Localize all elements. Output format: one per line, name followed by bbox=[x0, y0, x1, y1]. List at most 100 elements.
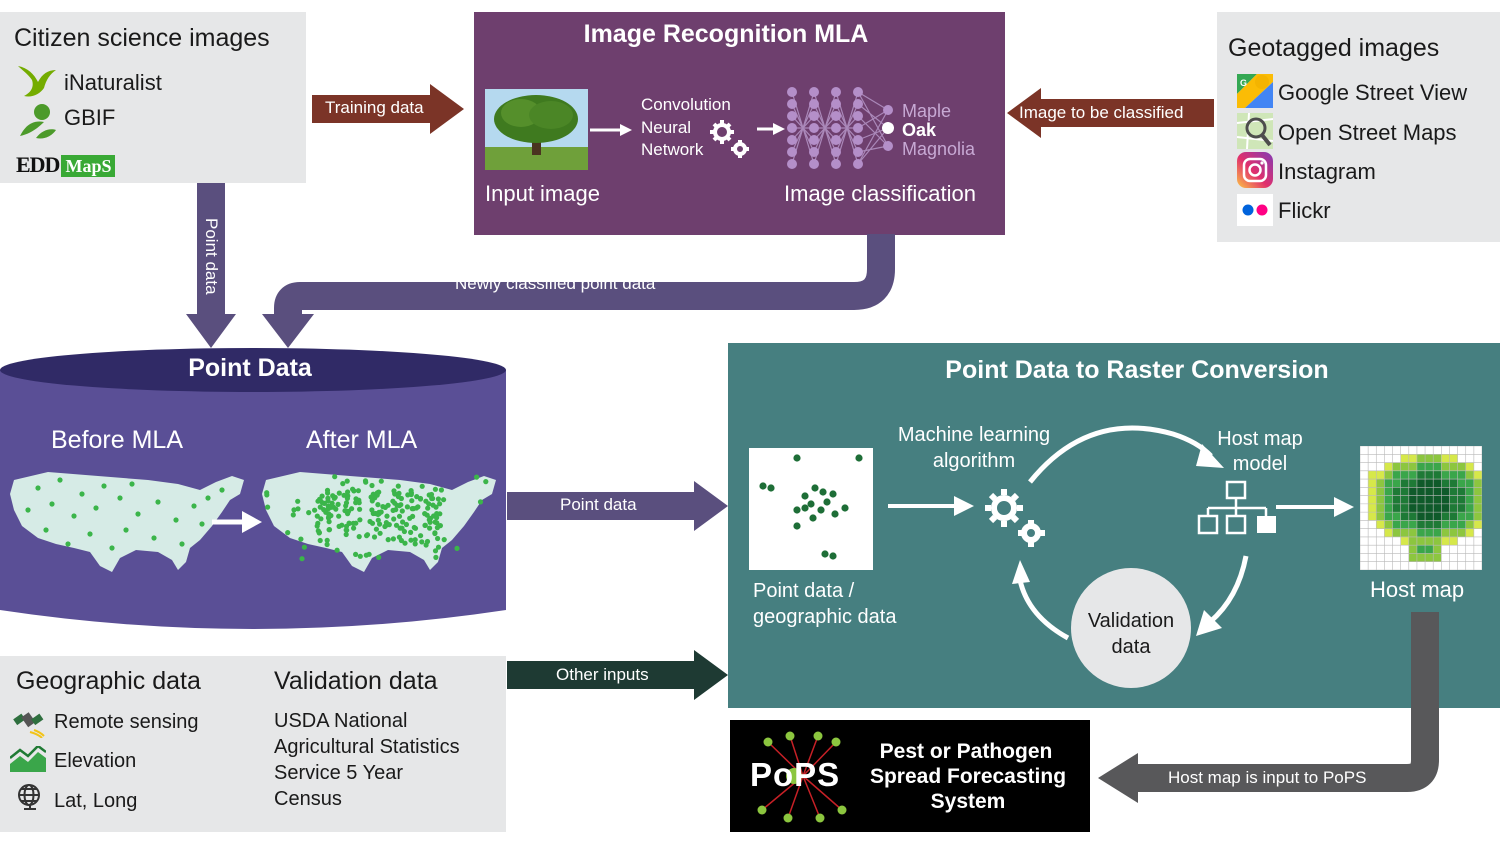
flickr-label: Flickr bbox=[1278, 198, 1331, 223]
after-map-dot bbox=[356, 500, 362, 506]
eddmaps-edd-text: EDD bbox=[16, 152, 60, 177]
cycle-arrows bbox=[1012, 425, 1249, 641]
raster-cell bbox=[1368, 512, 1377, 521]
raster-cell bbox=[1457, 470, 1466, 480]
after-map-dot bbox=[373, 526, 379, 532]
after-map-dot bbox=[396, 513, 403, 519]
satellite-icon bbox=[12, 706, 48, 743]
after-map-dot bbox=[392, 500, 398, 506]
image-to-classify-label: Image to be classified bbox=[1019, 103, 1184, 122]
pops-logo: PoPS bbox=[750, 756, 841, 793]
training-data-arrow bbox=[312, 84, 464, 134]
after-map-dot bbox=[336, 523, 342, 529]
after-map-dot bbox=[344, 508, 350, 514]
after-map-dot bbox=[290, 512, 296, 518]
geotagged-title: Geotagged images bbox=[1228, 34, 1440, 62]
raster-cell bbox=[1368, 479, 1377, 488]
newly-classified-arrow bbox=[262, 234, 895, 348]
raster-cell bbox=[1368, 495, 1377, 504]
raster-cell bbox=[1457, 512, 1466, 521]
after-map-dot bbox=[334, 547, 340, 553]
point-geographic-label-line1: Point data / bbox=[753, 580, 855, 602]
open-street-maps-icon bbox=[1236, 112, 1274, 154]
raster-cell bbox=[1433, 479, 1442, 488]
point-data-vertical-label: Point data bbox=[202, 218, 221, 295]
point-data-cylinder bbox=[0, 348, 506, 629]
raster-cell bbox=[1473, 470, 1482, 480]
after-map-dot bbox=[346, 520, 352, 526]
after-map-dot bbox=[435, 496, 441, 502]
raster-cell bbox=[1449, 470, 1458, 480]
raster-cell bbox=[1425, 536, 1434, 546]
raster-cell bbox=[1400, 512, 1409, 521]
raster-cell bbox=[1433, 487, 1442, 496]
raster-cell bbox=[1465, 503, 1474, 513]
inaturalist-icon bbox=[14, 60, 58, 105]
raster-cell bbox=[1449, 495, 1458, 504]
after-map-dot bbox=[356, 534, 362, 540]
raster-cell bbox=[1449, 528, 1458, 537]
after-map-dot bbox=[363, 552, 369, 558]
after-map-dot bbox=[409, 506, 415, 512]
host-map-label: Host map bbox=[1370, 577, 1465, 602]
pops-name-line3: System bbox=[930, 790, 1006, 813]
raster-cell bbox=[1416, 528, 1426, 537]
after-map-dot bbox=[434, 525, 440, 531]
after-map-dot bbox=[423, 498, 429, 504]
validation-line-4: Census bbox=[274, 788, 342, 810]
after-map-dot bbox=[351, 525, 357, 531]
after-map-dot bbox=[432, 530, 438, 537]
raster-cell bbox=[1400, 454, 1409, 463]
raster-cell bbox=[1416, 512, 1426, 521]
raster-cell bbox=[1416, 545, 1426, 554]
after-map-dot bbox=[326, 527, 333, 533]
raster-cell bbox=[1392, 512, 1401, 521]
after-map-dot bbox=[433, 554, 439, 560]
after-map-dot bbox=[378, 509, 384, 515]
raster-cell bbox=[1368, 503, 1377, 513]
after-map-dot bbox=[369, 520, 376, 526]
raster-cell bbox=[1465, 479, 1474, 488]
raster-cell bbox=[1425, 454, 1434, 463]
after-map-dot bbox=[264, 492, 270, 498]
class-magnolia: Magnolia bbox=[902, 139, 976, 159]
model-to-host-map-arrow bbox=[1276, 497, 1354, 517]
raster-cell bbox=[1433, 528, 1442, 537]
point-geographic-label-line2: geographic data bbox=[753, 606, 897, 628]
host-map-model-label-line1: Host map bbox=[1217, 428, 1303, 450]
raster-conversion-title: Point Data to Raster Conversion bbox=[945, 356, 1329, 384]
elevation-icon bbox=[9, 744, 47, 777]
after-map-dot bbox=[393, 522, 400, 528]
neural-network-graphic bbox=[787, 87, 894, 169]
after-map-dot bbox=[411, 524, 417, 531]
raster-cell bbox=[1441, 487, 1450, 496]
after-map-dot bbox=[417, 496, 424, 502]
validation-line-3: Service 5 Year bbox=[274, 762, 403, 784]
after-map-dot bbox=[432, 548, 439, 554]
after-map-dot bbox=[437, 501, 443, 507]
tree-image bbox=[485, 89, 588, 175]
raster-cell bbox=[1384, 479, 1393, 488]
after-map-dot bbox=[419, 483, 425, 489]
us-map-before bbox=[10, 472, 244, 572]
raster-cell bbox=[1408, 462, 1417, 471]
pops-name-line2: Spread Forecasting bbox=[869, 765, 1067, 788]
after-map-dot bbox=[378, 478, 384, 484]
cnn-label-line3: Network bbox=[641, 140, 704, 159]
raster-cell bbox=[1441, 503, 1450, 513]
raster-cell bbox=[1441, 470, 1450, 480]
after-map-dot bbox=[336, 490, 342, 496]
after-map-dot bbox=[295, 506, 301, 512]
after-map-dot bbox=[412, 541, 418, 547]
after-map-dot bbox=[343, 527, 349, 533]
validation-data-title: Validation data bbox=[274, 667, 438, 695]
after-map-dot bbox=[324, 541, 330, 548]
after-map-dot bbox=[425, 505, 431, 511]
after-map-dot bbox=[345, 489, 351, 495]
after-map-dot bbox=[326, 513, 332, 520]
after-map-dot bbox=[404, 504, 410, 510]
ml-algorithm-label-line2: algorithm bbox=[932, 450, 1016, 472]
raster-cell bbox=[1449, 462, 1458, 471]
point-data-scatter-plot bbox=[749, 448, 873, 570]
raster-cell bbox=[1384, 495, 1393, 504]
